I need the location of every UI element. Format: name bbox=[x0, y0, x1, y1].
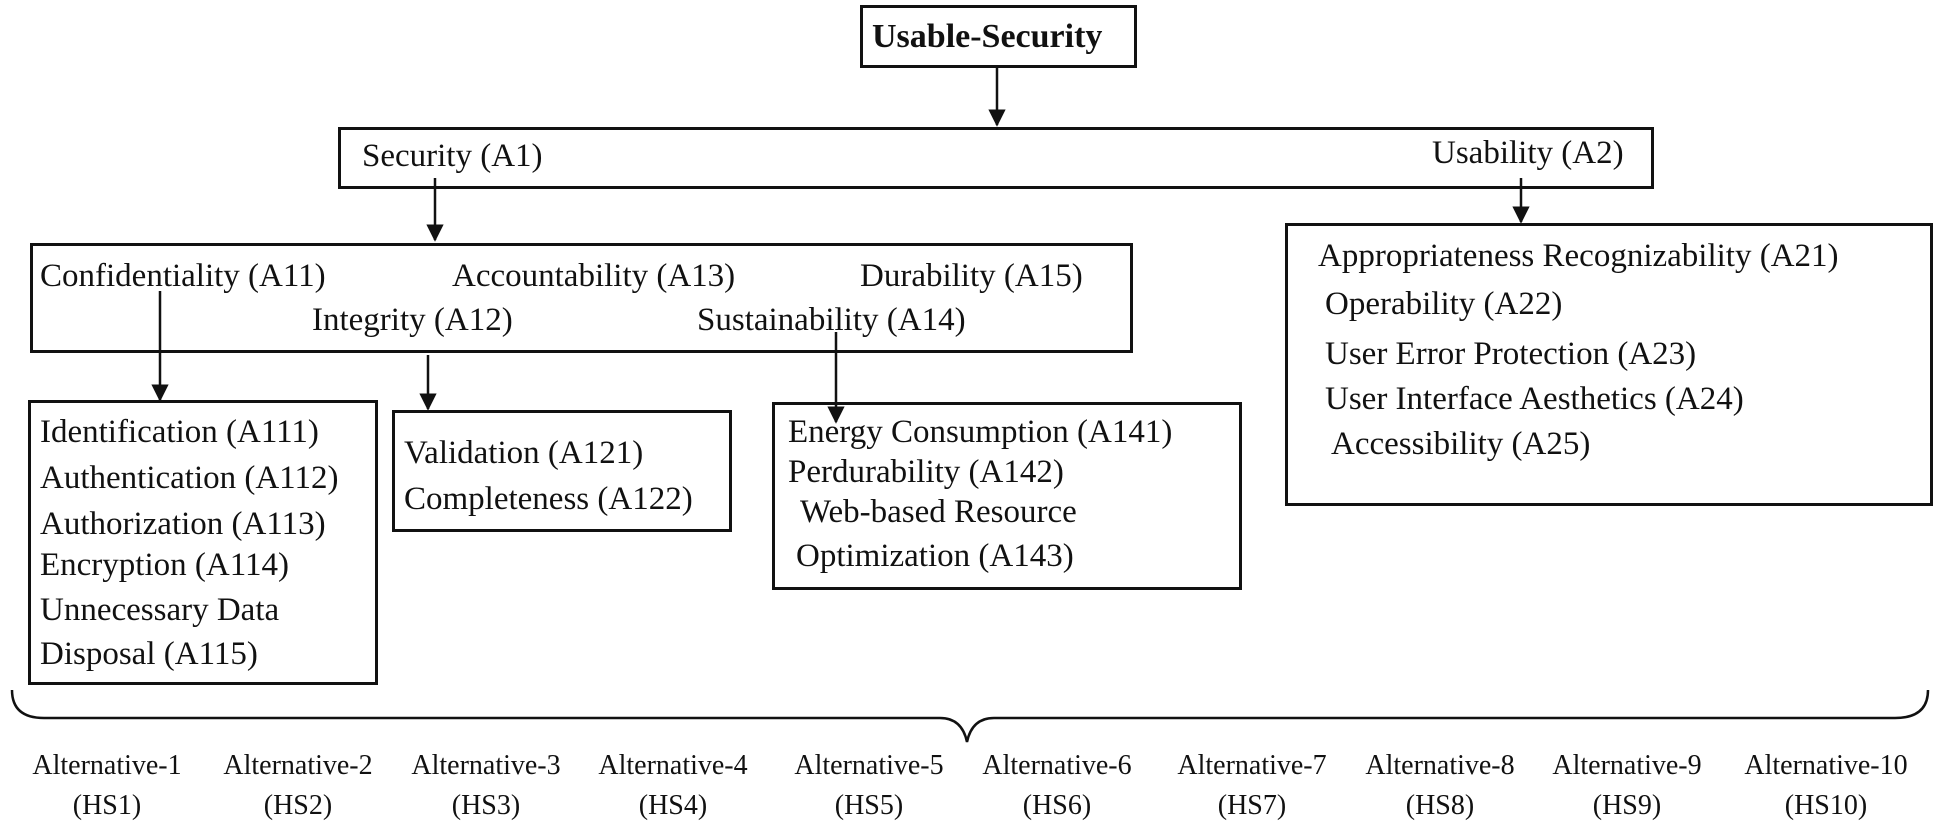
durability-label: Durability (A15) bbox=[860, 258, 1083, 294]
usability-item: Appropriateness Recognizability (A21) bbox=[1318, 238, 1839, 274]
sustainability-item: Optimization (A143) bbox=[796, 538, 1074, 574]
confidentiality-item: Unnecessary Data bbox=[40, 592, 280, 628]
alternative-4: Alternative-4(HS4) bbox=[598, 750, 748, 821]
confidentiality-items-box bbox=[28, 400, 378, 685]
security-subcriteria-box bbox=[30, 243, 1133, 353]
sustainability-item: Perdurability (A142) bbox=[788, 454, 1064, 490]
usability-items-box bbox=[1285, 223, 1933, 506]
alternative-5: Alternative-5(HS5) bbox=[794, 750, 944, 821]
usability-criterion: Usability (A2) bbox=[1432, 135, 1624, 171]
sustainability-label: Sustainability (A14) bbox=[697, 302, 966, 338]
confidentiality-item: Encryption (A114) bbox=[40, 547, 289, 583]
confidentiality-item: Authorization (A113) bbox=[40, 506, 326, 542]
usability-item: User Error Protection (A23) bbox=[1325, 336, 1697, 372]
integrity-item: Validation (A121) bbox=[404, 435, 644, 471]
confidentiality-item: Disposal (A115) bbox=[40, 636, 258, 672]
alternatives-brace bbox=[10, 689, 1930, 743]
usability-item: Operability (A22) bbox=[1325, 286, 1563, 322]
alternative-10: Alternative-10(HS10) bbox=[1744, 750, 1908, 821]
integrity-label: Integrity (A12) bbox=[312, 302, 513, 338]
integrity-items-box bbox=[392, 410, 732, 532]
goal-box bbox=[860, 5, 1137, 68]
alternative-3: Alternative-3(HS3) bbox=[411, 750, 561, 821]
usability-item: User Interface Aesthetics (A24) bbox=[1325, 381, 1744, 417]
alternative-7: Alternative-7(HS7) bbox=[1177, 750, 1327, 821]
alternative-6: Alternative-6(HS6) bbox=[982, 750, 1132, 821]
confidentiality-item: Identification (A111) bbox=[40, 414, 319, 450]
usability-item: Accessibility (A25) bbox=[1331, 426, 1591, 462]
confidentiality-label: Confidentiality (A11) bbox=[40, 258, 326, 294]
sustainability-item: Energy Consumption (A141) bbox=[788, 414, 1173, 450]
alternative-2: Alternative-2(HS2) bbox=[223, 750, 373, 821]
security-criterion: Security (A1) bbox=[362, 138, 543, 174]
alternative-8: Alternative-8(HS8) bbox=[1365, 750, 1515, 821]
goal-label: Usable-Security bbox=[872, 18, 1103, 55]
alternative-9: Alternative-9(HS9) bbox=[1552, 750, 1702, 821]
integrity-item: Completeness (A122) bbox=[404, 481, 693, 517]
sustainability-item: Web-based Resource bbox=[800, 494, 1077, 530]
accountability-label: Accountability (A13) bbox=[452, 258, 736, 294]
criteria-box bbox=[338, 127, 1654, 189]
alternative-1: Alternative-1(HS1) bbox=[32, 750, 182, 821]
confidentiality-item: Authentication (A112) bbox=[40, 460, 339, 496]
sustainability-items-box bbox=[772, 402, 1242, 590]
